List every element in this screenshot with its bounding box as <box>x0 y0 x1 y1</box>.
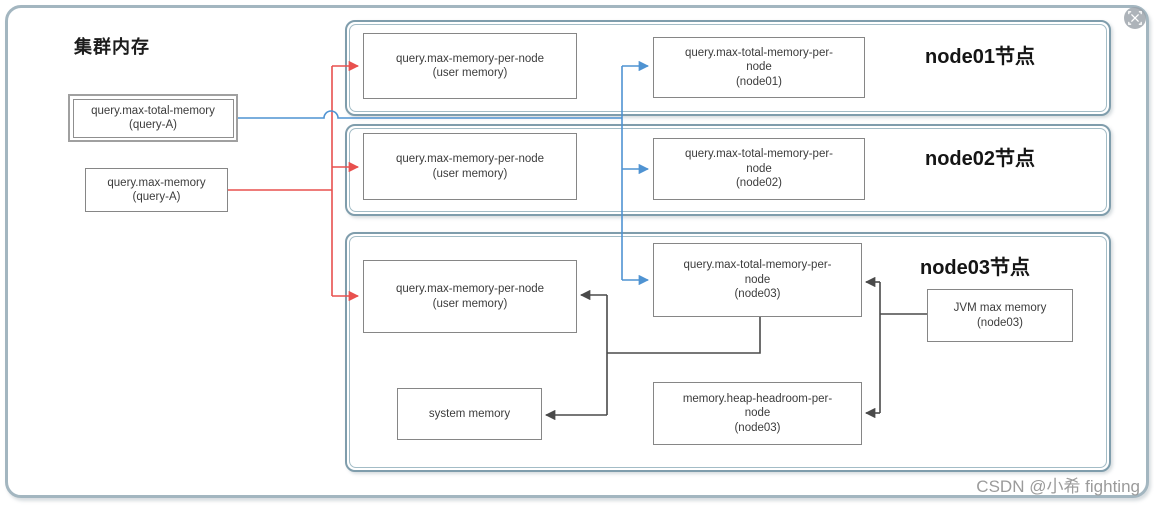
box-name: query.max-total-memory-per-node <box>683 259 832 286</box>
box-scope: (user memory) <box>432 167 508 180</box>
box-name: query.max-total-memory-per-node <box>684 148 834 175</box>
close-icon <box>1124 7 1146 29</box>
node03-total-memory-box: query.max-total-memory-per-node (node03) <box>653 243 862 317</box>
box-scope: (node01) <box>735 75 783 88</box>
diagram-title: 集群内存 <box>74 37 150 57</box>
node02-user-memory-box: query.max-memory-per-node (user memory) <box>363 133 577 200</box>
node03-user-memory-box: query.max-memory-per-node (user memory) <box>363 260 577 333</box>
node02-total-memory-box: query.max-total-memory-per-node (node02) <box>653 138 865 200</box>
box-name: query.max-memory-per-node <box>395 283 545 295</box>
csdn-watermark: CSDN @小希 fighting <box>976 477 1140 496</box>
box-query-max-memory: query.max-memory (query-A) <box>85 168 228 212</box>
box-scope: (node03) <box>734 288 781 301</box>
node03-jvm-max-memory-box: JVM max memory (node03) <box>927 289 1073 342</box>
close-button[interactable] <box>1124 7 1146 29</box>
node03-label: node03节点 <box>919 257 1031 279</box>
box-query-max-total-memory: query.max-total-memory (query-A) <box>68 94 238 142</box>
node03-system-memory-box: system memory <box>397 388 542 440</box>
box-name: JVM max memory <box>953 302 1047 314</box>
box-scope: (query-A) <box>129 119 177 131</box>
node01-user-memory-box: query.max-memory-per-node (user memory) <box>363 33 577 99</box>
box-name: system memory <box>428 407 511 420</box>
box-scope: (node03) <box>976 316 1024 329</box>
box-name: query.max-total-memory <box>91 104 215 117</box>
box-name: query.max-total-memory-per-node <box>684 46 834 74</box>
box-scope: (user memory) <box>432 67 508 79</box>
box-scope: (query-A) <box>132 191 181 203</box>
box-scope: (user memory) <box>432 297 508 310</box>
box-name: query.max-memory-per-node <box>395 52 545 65</box>
box-name: memory.heap-headroom-per-node <box>682 392 833 420</box>
node01-total-memory-box: query.max-total-memory-per-node (node01) <box>653 37 865 98</box>
node03-heap-headroom-box: memory.heap-headroom-per-node (node03) <box>653 382 862 445</box>
box-name: query.max-memory <box>107 176 206 189</box>
box-scope: (node03) <box>734 421 781 434</box>
node01-label: node01节点 <box>924 46 1036 68</box>
box-query-max-total-memory-inner: query.max-total-memory (query-A) <box>72 98 234 138</box>
box-scope: (node02) <box>735 177 783 190</box>
box-name: query.max-memory-per-node <box>395 153 545 165</box>
node02-label: node02节点 <box>924 148 1036 170</box>
